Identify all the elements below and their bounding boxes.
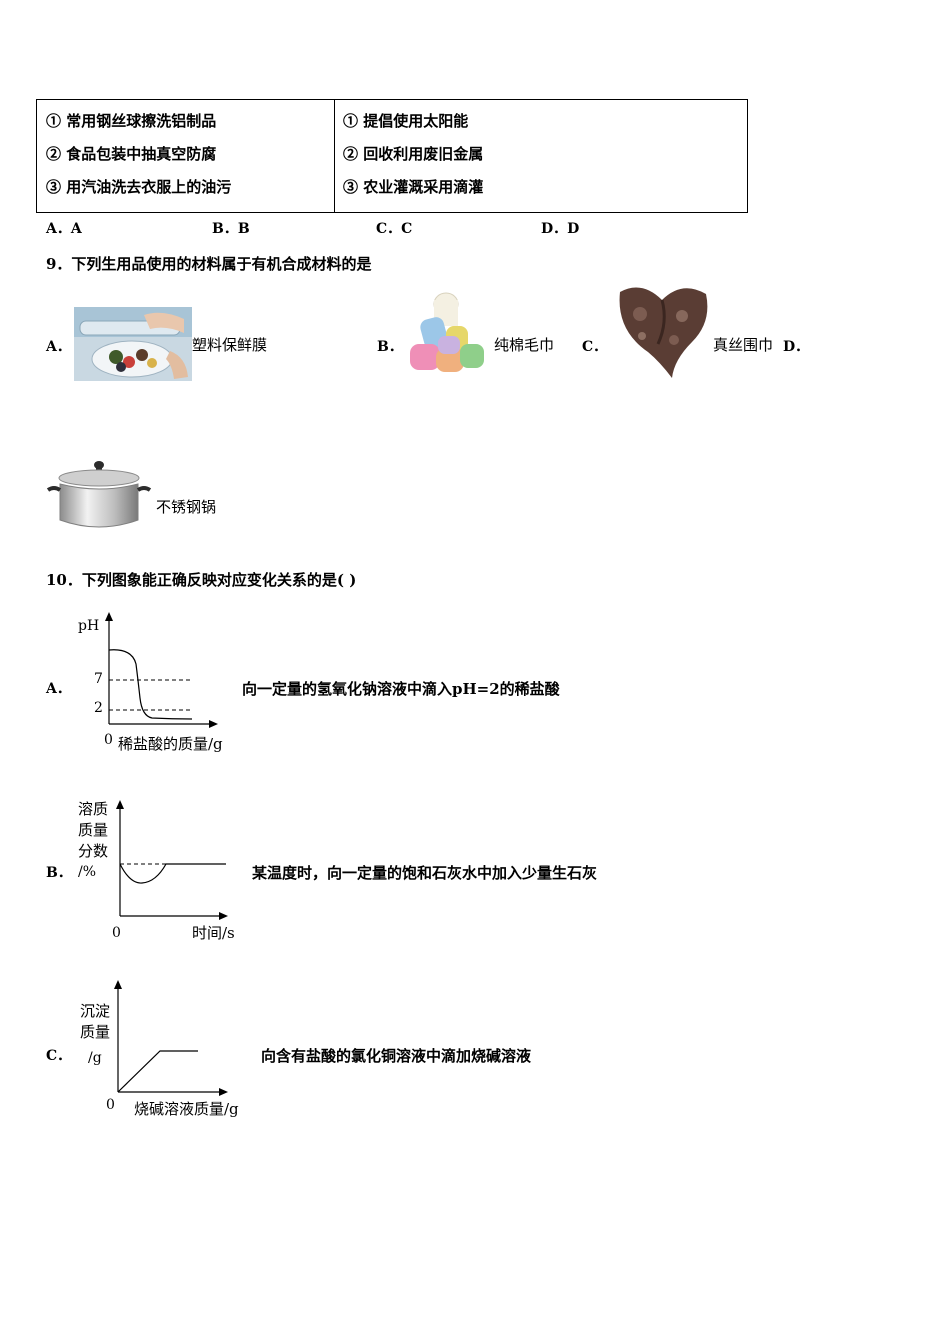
y-axis-arrow-icon — [105, 612, 113, 621]
y-axis-label-line-3: /g — [88, 1050, 102, 1066]
q10-stem: 10．下列图象能正确反映对应变化关系的是( ) — [46, 571, 357, 589]
y-axis-arrow-icon — [114, 980, 122, 989]
option-letter: A． — [46, 221, 71, 237]
y-axis-label-line-1: 沉淀 — [80, 1002, 110, 1020]
origin-label: 0 — [112, 925, 121, 941]
option-letter: B． — [212, 221, 238, 237]
tick-label-2: 2 — [94, 700, 103, 716]
q10-option-b-letter[interactable]: B． — [46, 865, 72, 881]
x-axis-arrow-icon — [219, 1088, 228, 1096]
q9-stem: 9．下列生用品使用的材料属于有机合成材料的是 — [46, 255, 372, 273]
graph-a: pH 7 2 0 稀盐酸的质量/g — [78, 612, 223, 753]
q10-option-a-letter[interactable]: A． — [46, 681, 71, 697]
q8-option-a[interactable]: A．A — [46, 218, 82, 238]
q9-option-c-caption: 真丝围巾 — [713, 336, 774, 354]
y-axis-arrow-icon — [116, 800, 124, 809]
q8-right-item-3: ③ 农业灌溉采用滴灌 — [343, 178, 484, 196]
origin-label: 0 — [106, 1097, 115, 1113]
y-axis-label-line-4: /% — [78, 864, 96, 880]
q10-option-c-letter[interactable]: C． — [46, 1048, 72, 1064]
q8-left-item-3: ③ 用汽油洗去衣服上的油污 — [46, 178, 232, 196]
y-axis-label-line-2: 质量 — [78, 821, 108, 839]
q10-option-b-text: 某温度时，向一定量的饱和石灰水中加入少量生石灰 — [252, 864, 598, 882]
q8-option-d[interactable]: D．D — [541, 218, 579, 238]
y-axis-label-line-2: 质量 — [80, 1023, 110, 1041]
table-divider — [334, 100, 335, 212]
option-letter: D． — [541, 221, 568, 237]
origin-label: 0 — [104, 732, 113, 748]
q9-option-d-caption: 不锈钢锅 — [156, 498, 217, 516]
x-axis-arrow-icon — [209, 720, 218, 728]
q8-left-item-1: ① 常用钢丝球擦洗铝制品 — [46, 112, 217, 130]
option-text: B — [237, 221, 250, 237]
q9-option-a-caption: 塑料保鲜膜 — [192, 336, 268, 354]
q8-left-item-2: ② 食品包装中抽真空防腐 — [46, 145, 217, 163]
option-text: A — [70, 221, 82, 237]
x-axis-label: 稀盐酸的质量/g — [118, 735, 223, 753]
x-axis-label: 时间/s — [192, 924, 235, 942]
steel-pot-image — [46, 461, 152, 528]
precipitate-curve — [117, 1050, 198, 1093]
q10-option-a-text: 向一定量的氢氧化钠溶液中滴入pH=2的稀盐酸 — [242, 680, 560, 698]
q9-option-c-letter[interactable]: C． — [582, 339, 608, 355]
plastic-wrap-image — [74, 307, 192, 381]
towels-image — [410, 292, 484, 372]
q9-option-b-caption: 纯棉毛巾 — [494, 336, 555, 354]
y-axis-label: pH — [78, 618, 99, 634]
q8-option-c[interactable]: C．C — [376, 218, 412, 238]
q9-option-a-letter[interactable]: A． — [46, 339, 71, 355]
y-axis-label-line-1: 溶质 — [78, 800, 108, 818]
mass-fraction-curve — [119, 863, 226, 884]
option-text: C — [401, 221, 413, 237]
q8-right-item-2: ② 回收利用废旧金属 — [343, 145, 484, 163]
option-text: D — [567, 221, 580, 237]
q10-option-c-text: 向含有盐酸的氯化铜溶液中滴加烧碱溶液 — [261, 1047, 532, 1065]
q8-option-b[interactable]: B．B — [212, 218, 250, 238]
tick-label-7: 7 — [94, 671, 103, 687]
q8-right-item-1: ① 提倡使用太阳能 — [343, 112, 469, 130]
graph-c: 沉淀 质量 /g 0 烧碱溶液质量/g — [80, 980, 239, 1118]
silk-scarf-image — [619, 287, 708, 378]
x-axis-arrow-icon — [219, 912, 228, 920]
q8-table: ① 常用钢丝球擦洗铝制品 ② 食品包装中抽真空防腐 ③ 用汽油洗去衣服上的油污 … — [36, 99, 748, 213]
q9-option-d-letter[interactable]: D． — [783, 339, 810, 355]
ph-curve — [108, 649, 193, 720]
y-axis-label-line-3: 分数 — [78, 842, 108, 860]
option-letter: C． — [376, 221, 402, 237]
graph-b: 溶质 质量 分数 /% 0 时间/s — [78, 800, 235, 942]
q9-option-b-letter[interactable]: B． — [377, 339, 403, 355]
x-axis-label: 烧碱溶液质量/g — [134, 1100, 239, 1118]
